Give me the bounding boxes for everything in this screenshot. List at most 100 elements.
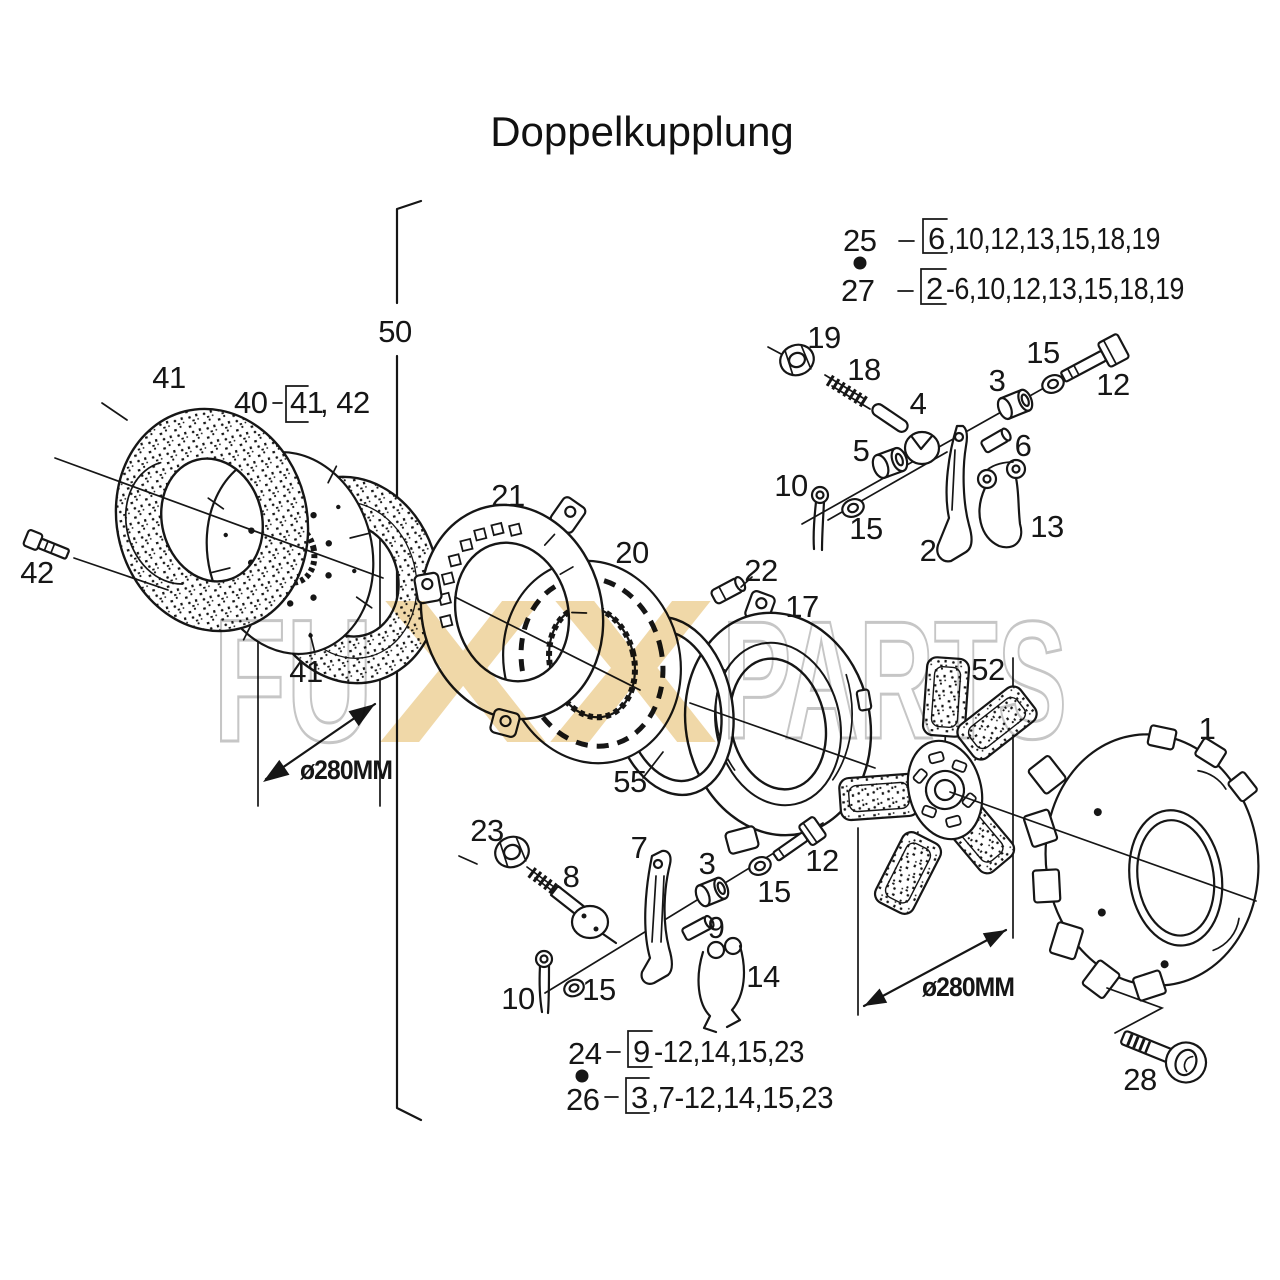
bullet-marker-top xyxy=(853,256,867,270)
callout-15-a: 15 xyxy=(1026,335,1059,370)
callouts: 41 42 41 21 20 22 17 55 19 18 4 3 15 12 … xyxy=(20,320,1216,1097)
pressure-plate-17 xyxy=(683,590,873,855)
callout-1: 1 xyxy=(1199,711,1216,746)
watermark-xx: XX xyxy=(378,557,718,786)
note-40-rest: , 42 xyxy=(320,385,370,420)
spring-18 xyxy=(824,374,871,410)
upper-linkage-group xyxy=(767,333,1130,563)
release-lever-7 xyxy=(640,849,673,985)
callout-15-b: 15 xyxy=(849,511,882,546)
callout-23: 23 xyxy=(470,813,503,848)
callout-13: 13 xyxy=(1030,509,1063,544)
pin-9 xyxy=(681,914,715,941)
callout-20: 20 xyxy=(615,535,649,570)
note-25-head: 25 xyxy=(843,223,876,258)
axis-line-center-b xyxy=(689,702,876,769)
callout-42: 42 xyxy=(20,555,53,590)
note-40-head: 40 xyxy=(234,385,268,420)
callout-10-bottom: 10 xyxy=(501,981,535,1016)
note-27-head: 27 xyxy=(841,273,874,308)
bracket-note-40: 40 41 , 42 xyxy=(234,385,370,423)
note-26-head: 26 xyxy=(566,1082,599,1117)
callout-50: 50 xyxy=(378,314,412,349)
dimension-right: ø280MM xyxy=(862,928,1015,1008)
bolt-12-bottom xyxy=(772,816,827,862)
friction-disc-41-left xyxy=(114,407,310,633)
callout-3-top: 3 xyxy=(989,363,1006,398)
callout-12-bottom: 12 xyxy=(805,843,838,878)
callout-52: 52 xyxy=(971,652,1004,687)
watermark: FU XX PARTS xyxy=(212,557,1069,786)
callout-8: 8 xyxy=(563,859,580,894)
release-lever-2 xyxy=(936,424,973,563)
callout-6: 6 xyxy=(1015,428,1032,463)
callout-41-bottom: 41 xyxy=(289,654,322,689)
adjuster-bolt-8 xyxy=(526,866,618,945)
callout-15-c: 15 xyxy=(757,874,790,909)
cotter-pin-10-top xyxy=(810,485,830,552)
pressure-ring-21 xyxy=(413,496,605,738)
bolt-42 xyxy=(22,529,169,591)
callout-14: 14 xyxy=(746,959,780,994)
callout-28: 28 xyxy=(1123,1062,1156,1097)
axis-line-center-a xyxy=(454,596,641,691)
washer-15-mid xyxy=(841,498,865,518)
bolt-28 xyxy=(1120,1030,1208,1084)
bushing-3-top xyxy=(996,388,1034,421)
page-title: Doppelkupplung xyxy=(490,108,794,155)
leader-22 xyxy=(740,576,753,588)
leader-55 xyxy=(642,751,664,779)
washer-15-c xyxy=(748,856,772,876)
notes-bottom: 24 9 -12,14,15,23 26 3 ,7-12,14,15,23 xyxy=(566,1030,834,1117)
note-24-rest: -12,14,15,23 xyxy=(654,1034,804,1069)
note-26-boxed: 3 xyxy=(631,1080,648,1115)
callout-10-top: 10 xyxy=(774,468,808,503)
note-40-boxed: 41 xyxy=(290,385,323,420)
callout-4: 4 xyxy=(910,386,927,421)
callout-21: 21 xyxy=(491,478,524,513)
note-25-boxed: 6 xyxy=(928,221,945,256)
callout-12-top: 12 xyxy=(1096,367,1129,402)
callout-18: 18 xyxy=(847,352,880,387)
callout-19: 19 xyxy=(807,320,840,355)
dimension-left-label: ø280MM xyxy=(300,755,392,785)
callout-41-top: 41 xyxy=(152,360,185,395)
callout-55: 55 xyxy=(613,764,646,799)
leader-41-top xyxy=(101,402,128,421)
callout-15-d: 15 xyxy=(582,972,615,1007)
leader-28 xyxy=(1106,987,1165,1034)
cotter-pin-10-bottom xyxy=(534,949,554,1015)
pin-22 xyxy=(710,576,747,605)
clevis-link-4 xyxy=(871,403,941,466)
dimension-right-label: ø280MM xyxy=(922,972,1014,1002)
callout-22: 22 xyxy=(744,553,777,588)
bolt-12-top xyxy=(1060,333,1130,383)
bullet-marker-bottom xyxy=(575,1069,589,1083)
pin-6 xyxy=(980,427,1012,454)
note-26-rest: ,7-12,14,15,23 xyxy=(651,1080,833,1115)
watermark-fu: FU xyxy=(213,584,373,779)
bushing-3-bottom xyxy=(694,876,730,908)
callout-5: 5 xyxy=(853,433,870,468)
bushing-5 xyxy=(871,446,909,480)
note-24-head: 24 xyxy=(568,1036,602,1071)
ring-gear-1 xyxy=(1022,724,1260,1002)
spring-clip-14 xyxy=(697,936,746,1034)
callout-9: 9 xyxy=(708,910,725,945)
axis-line-right xyxy=(949,791,1257,902)
callout-3-bottom: 3 xyxy=(699,846,716,881)
spring-clip-13 xyxy=(976,458,1027,549)
note-27-rest: -6,10,12,13,15,18,19 xyxy=(946,271,1184,306)
lower-linkage-group xyxy=(458,816,827,1034)
callout-17: 17 xyxy=(785,589,818,624)
nut-19 xyxy=(779,343,815,377)
notes-top-right: 25 6 ,10,12,13,15,18,19 27 2 -6,10,12,13… xyxy=(841,218,1185,308)
watermark-parts: PARTS xyxy=(722,586,1067,774)
callout-7: 7 xyxy=(631,830,648,865)
dimension-left: ø280MM xyxy=(263,702,393,785)
axis-line-left xyxy=(54,457,384,579)
note-24-boxed: 9 xyxy=(633,1034,650,1069)
note-27-boxed: 2 xyxy=(926,271,943,306)
